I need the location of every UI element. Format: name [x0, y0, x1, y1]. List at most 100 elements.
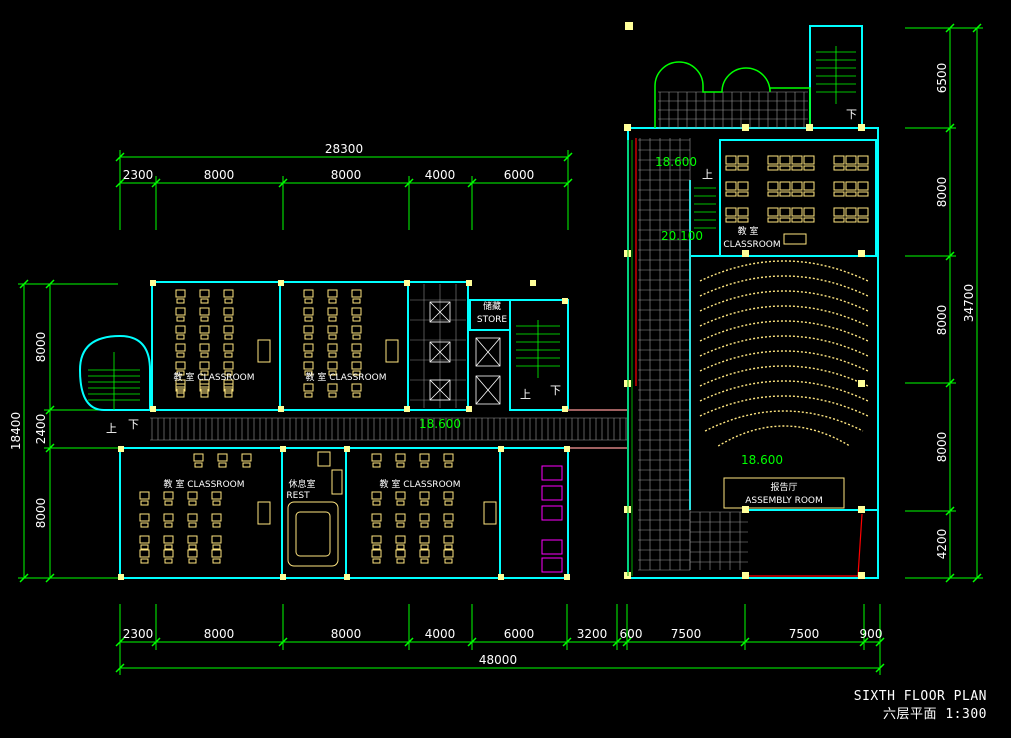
- desk: [395, 513, 406, 522]
- desk: [395, 535, 406, 544]
- chair: [200, 334, 209, 340]
- rest-furniture: [287, 451, 343, 567]
- west-corridor-ticks: [151, 418, 627, 440]
- chair: [304, 370, 313, 376]
- desk: [303, 383, 314, 392]
- chair: [176, 298, 185, 304]
- chair: [176, 352, 185, 358]
- seat-row: [699, 275, 869, 297]
- dimension-lines: [18, 27, 983, 675]
- seat-row: [717, 425, 851, 447]
- chair: [224, 370, 233, 376]
- room-rest-en: REST: [286, 491, 310, 501]
- chair: [164, 544, 173, 550]
- desk: [175, 325, 186, 334]
- chair: [140, 500, 149, 506]
- chair: [372, 462, 381, 468]
- chair: [444, 500, 453, 506]
- chair: [176, 370, 185, 376]
- dim-top-seg-1: 2300: [123, 168, 154, 182]
- desk: [803, 207, 815, 217]
- desk: [223, 325, 234, 334]
- dim-right-seg-1: 6500: [935, 63, 949, 94]
- stair-down-west: 下: [128, 418, 139, 431]
- landing-stair-treads: [694, 187, 716, 229]
- chair: [224, 316, 233, 322]
- stair-up-core: 上: [520, 388, 531, 401]
- chair: [212, 522, 221, 528]
- chair: [420, 500, 429, 506]
- chair: [737, 191, 749, 197]
- chair: [444, 558, 453, 564]
- room-assembly-en: ASSEMBLY ROOM: [745, 496, 823, 506]
- chair: [725, 165, 737, 171]
- dim-top-seg-5: 6000: [504, 168, 535, 182]
- elevation-assembly: 18.600: [741, 453, 783, 467]
- east-grid: [638, 91, 808, 571]
- column: [466, 280, 472, 286]
- east-stair-treads: [816, 46, 856, 104]
- chair: [164, 558, 173, 564]
- dim-bottom-seg-8: 7500: [671, 627, 702, 641]
- chair: [304, 334, 313, 340]
- chair: [396, 544, 405, 550]
- chair: [779, 217, 791, 223]
- stair-up-west: 上: [106, 422, 117, 435]
- stair-up-landing: 上: [702, 168, 713, 181]
- desk: [211, 535, 222, 544]
- seat-row: [699, 290, 869, 312]
- dim-left-total: 18400: [9, 412, 23, 450]
- desk: [857, 155, 869, 165]
- desk: [199, 361, 210, 370]
- chair: [352, 298, 361, 304]
- column: [498, 574, 504, 580]
- chair: [372, 522, 381, 528]
- column: [404, 406, 410, 412]
- desk: [199, 383, 210, 392]
- chair: [737, 165, 749, 171]
- drawing-title-cn: 六层平面 1:300: [883, 707, 987, 722]
- chair: [140, 544, 149, 550]
- desk: [791, 207, 803, 217]
- column: [564, 446, 570, 452]
- chair: [857, 217, 869, 223]
- desk: [791, 155, 803, 165]
- west-corridor: [150, 417, 628, 441]
- seat-row: [699, 335, 869, 357]
- column: [280, 574, 286, 580]
- desk: [241, 453, 252, 462]
- desk: [767, 181, 779, 191]
- column: [150, 280, 156, 286]
- desk: [419, 491, 430, 500]
- desk: [163, 491, 174, 500]
- desk: [737, 181, 749, 191]
- dim-bottom-seg-2: 8000: [204, 627, 235, 641]
- desk: [833, 207, 845, 217]
- chair: [725, 191, 737, 197]
- desk: [303, 289, 314, 298]
- chair: [212, 500, 221, 506]
- column: [498, 446, 504, 452]
- planting-strip: [627, 140, 633, 576]
- stair-down-core: 下: [550, 384, 561, 397]
- chair: [218, 462, 227, 468]
- seat-row: [699, 365, 869, 387]
- desk: [187, 513, 198, 522]
- room-classroom-2: 教 室 CLASSROOM: [306, 371, 387, 383]
- column: [858, 506, 865, 513]
- desk: [779, 181, 791, 191]
- desk: [187, 535, 198, 544]
- desk: [779, 155, 791, 165]
- teacher-desk: [783, 233, 807, 245]
- chair: [779, 191, 791, 197]
- desk: [845, 207, 857, 217]
- room-rest-cn: 休息室: [288, 478, 315, 490]
- room-classroom-east-en: CLASSROOM: [723, 240, 780, 250]
- chair: [328, 392, 337, 398]
- seat-row: [699, 350, 869, 372]
- desk: [845, 155, 857, 165]
- west-stair-treads: [88, 352, 140, 410]
- stair-down-east: 下: [846, 108, 857, 121]
- chair: [845, 191, 857, 197]
- chair: [396, 522, 405, 528]
